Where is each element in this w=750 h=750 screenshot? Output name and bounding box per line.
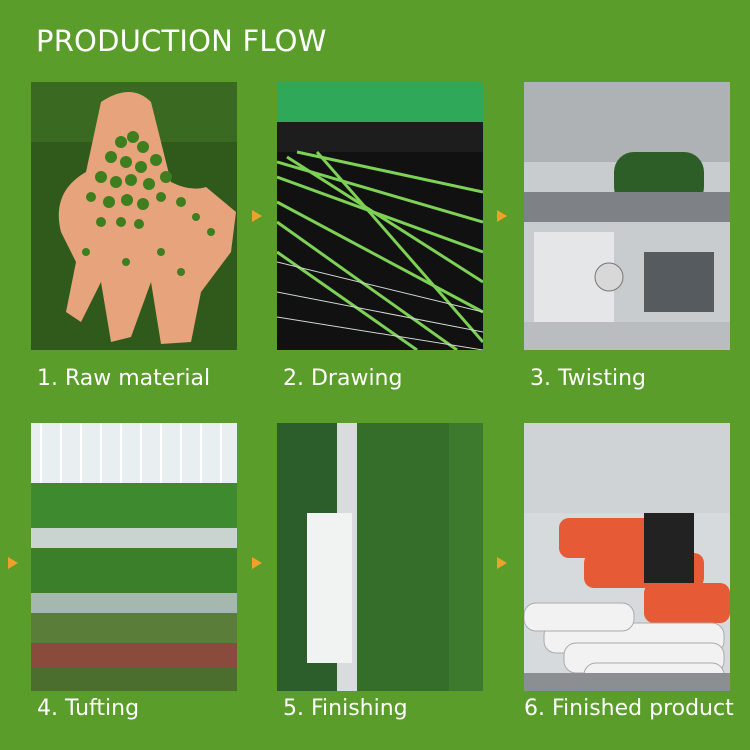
twisting-photo [524,82,730,350]
page-title: PRODUCTION FLOW [36,24,327,58]
tufting-photo [31,423,237,691]
arrow-right-icon [252,210,262,222]
arrow-right-icon [497,210,507,222]
step-label-drawing: 2. Drawing [283,366,403,391]
step-label-tufting: 4. Tufting [37,696,140,721]
arrow-right-icon [8,557,18,569]
drawing-photo [277,82,483,350]
arrow-right-icon [252,557,262,569]
finished-product-photo [524,423,730,691]
step-label-finishing: 5. Finishing [283,696,408,721]
step-label-raw-material: 1. Raw material [37,366,211,391]
raw-material-photo [31,82,237,350]
step-label-finished-product: 6. Finished product [524,696,734,721]
arrow-right-icon [497,557,507,569]
step-label-twisting: 3. Twisting [530,366,646,391]
finishing-photo [277,423,483,691]
